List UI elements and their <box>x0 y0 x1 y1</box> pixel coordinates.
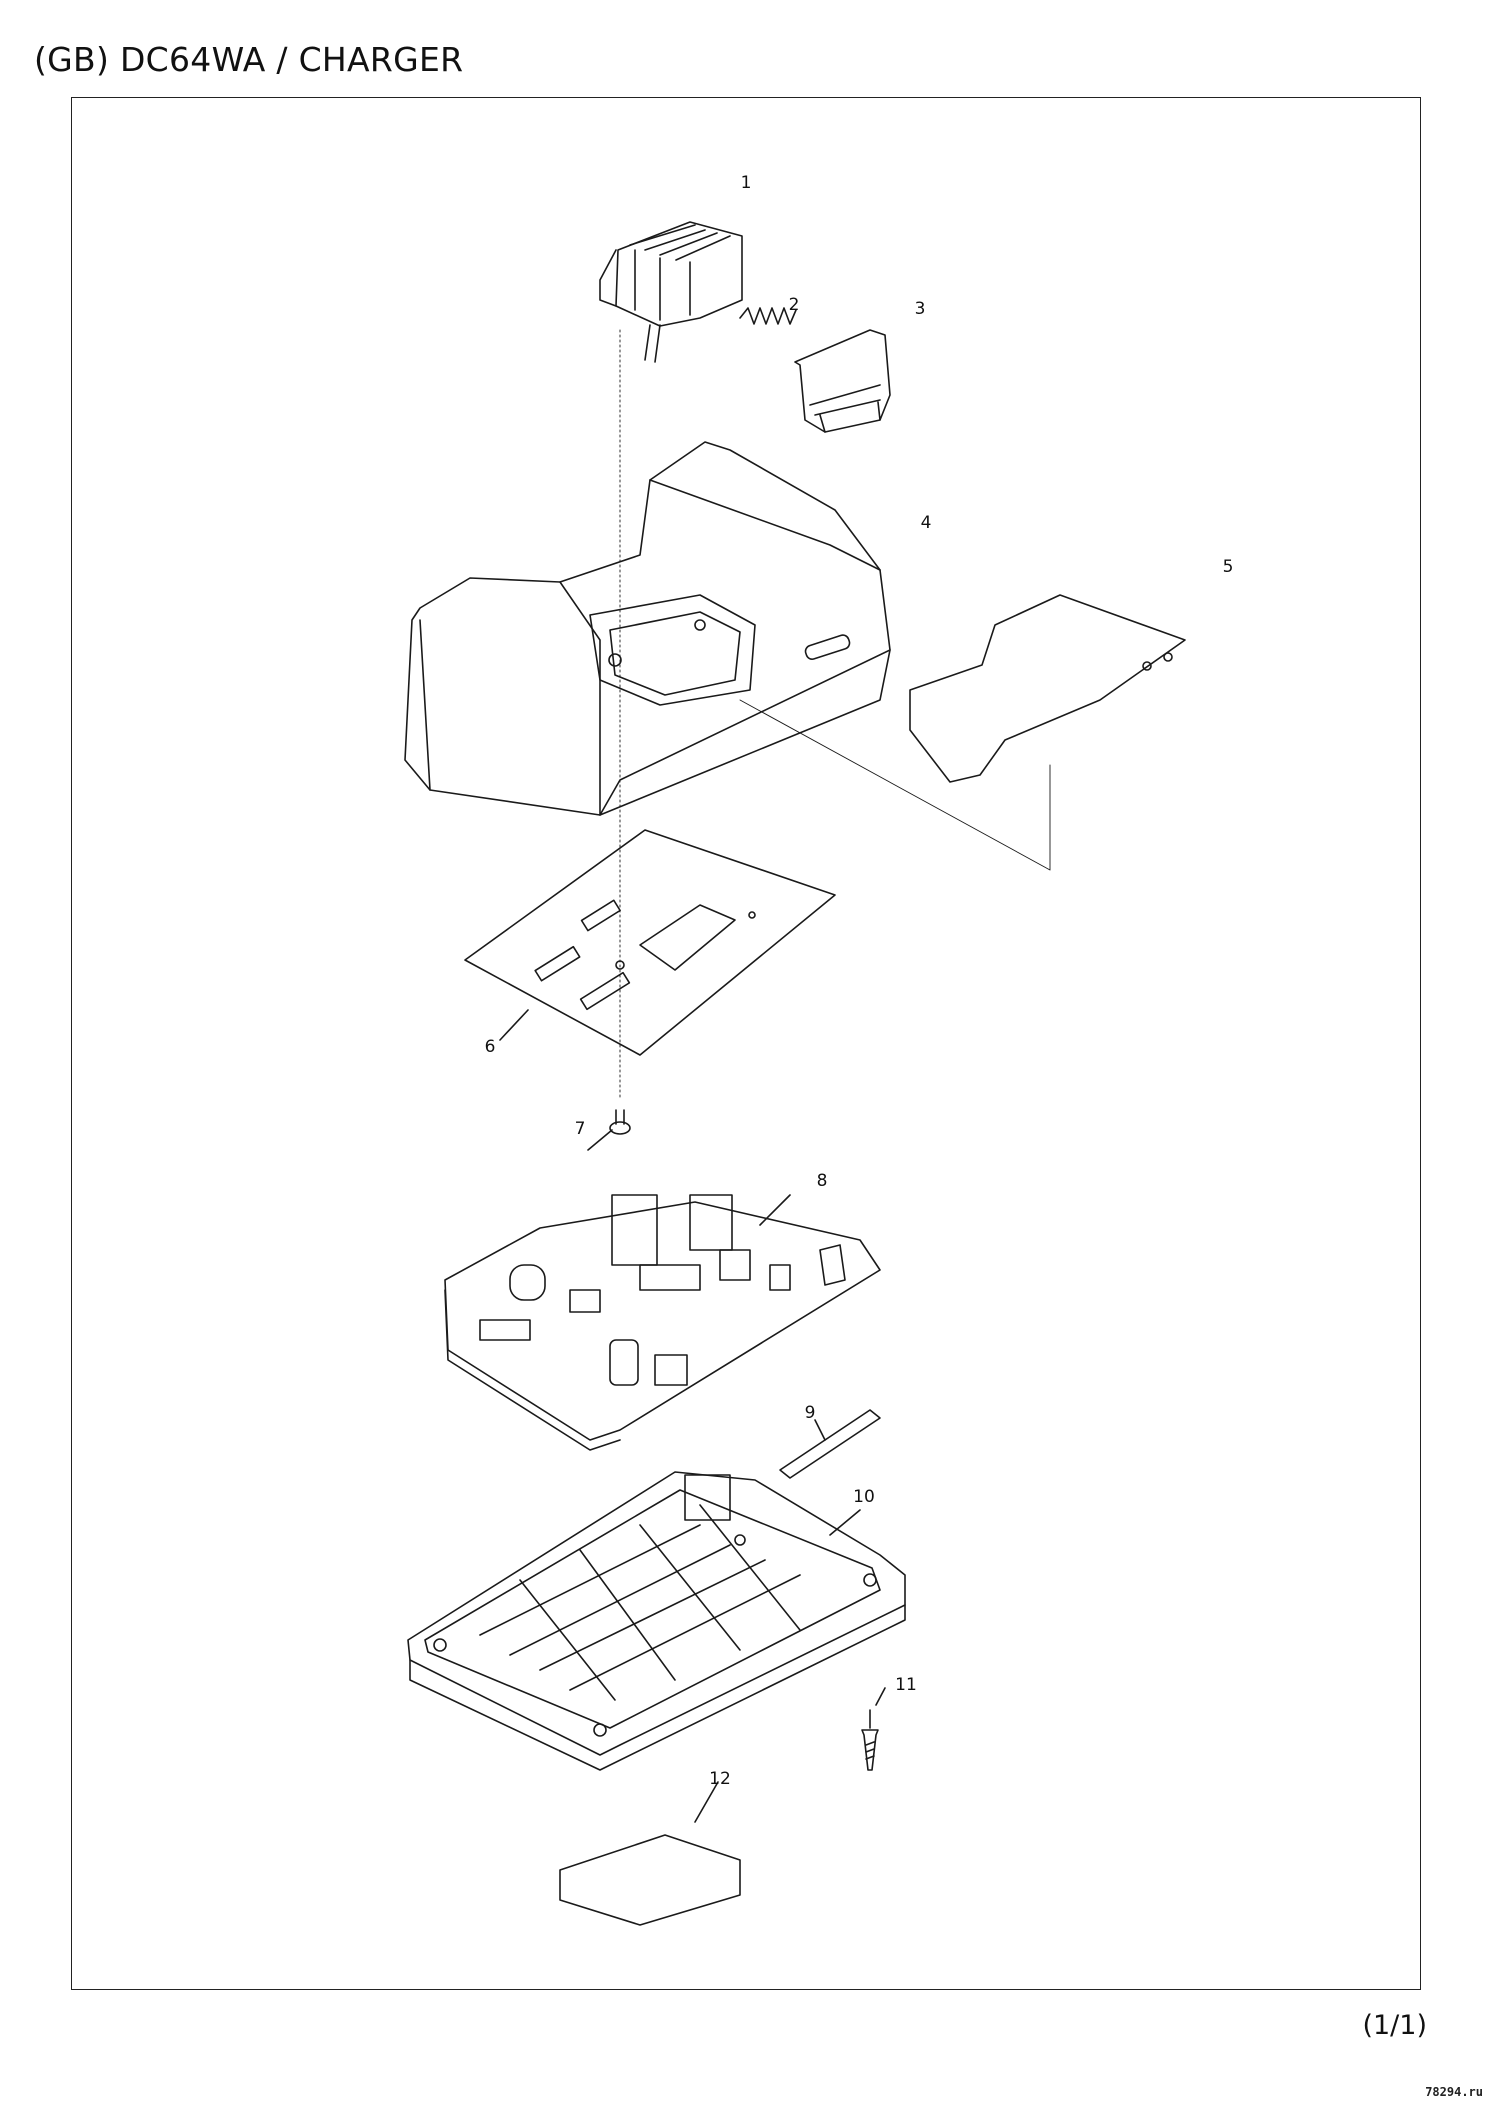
callout-2: 2 <box>789 295 800 315</box>
callout-12: 12 <box>709 1769 731 1789</box>
leader-line-5 <box>739 699 1051 871</box>
callout-3: 3 <box>915 299 926 319</box>
part-12-label <box>559 1781 741 1926</box>
part-9-rod <box>779 1409 881 1479</box>
part-10-lower-housing <box>407 1471 906 1771</box>
part-7-screw <box>587 1109 631 1151</box>
part-6-sheet <box>464 829 836 1056</box>
callout-1: 1 <box>741 173 752 193</box>
callout-9: 9 <box>805 1403 816 1423</box>
diagram-frame <box>71 97 1421 1990</box>
part-5-label <box>909 594 1186 783</box>
callout-7: 7 <box>575 1119 586 1139</box>
callout-11: 11 <box>895 1675 917 1695</box>
watermark: 78294.ru <box>1425 2085 1483 2099</box>
part-4-upper-housing <box>404 441 891 816</box>
callout-numbers: 1 2 3 4 5 6 7 8 9 10 11 12 <box>485 173 1234 1789</box>
callout-10: 10 <box>853 1487 875 1507</box>
part-1-terminal <box>599 221 743 363</box>
page-title: (GB) DC64WA / CHARGER <box>34 40 464 79</box>
part-2-spring <box>739 307 797 325</box>
callout-4: 4 <box>921 513 932 533</box>
page-number: (1/1) <box>1362 2010 1427 2041</box>
part-8-pcb <box>444 1194 881 1451</box>
part-3-latch <box>794 329 891 433</box>
part-11-screw <box>861 1687 886 1771</box>
callout-6: 6 <box>485 1037 496 1057</box>
callout-5: 5 <box>1223 557 1234 577</box>
callout-8: 8 <box>817 1171 828 1191</box>
